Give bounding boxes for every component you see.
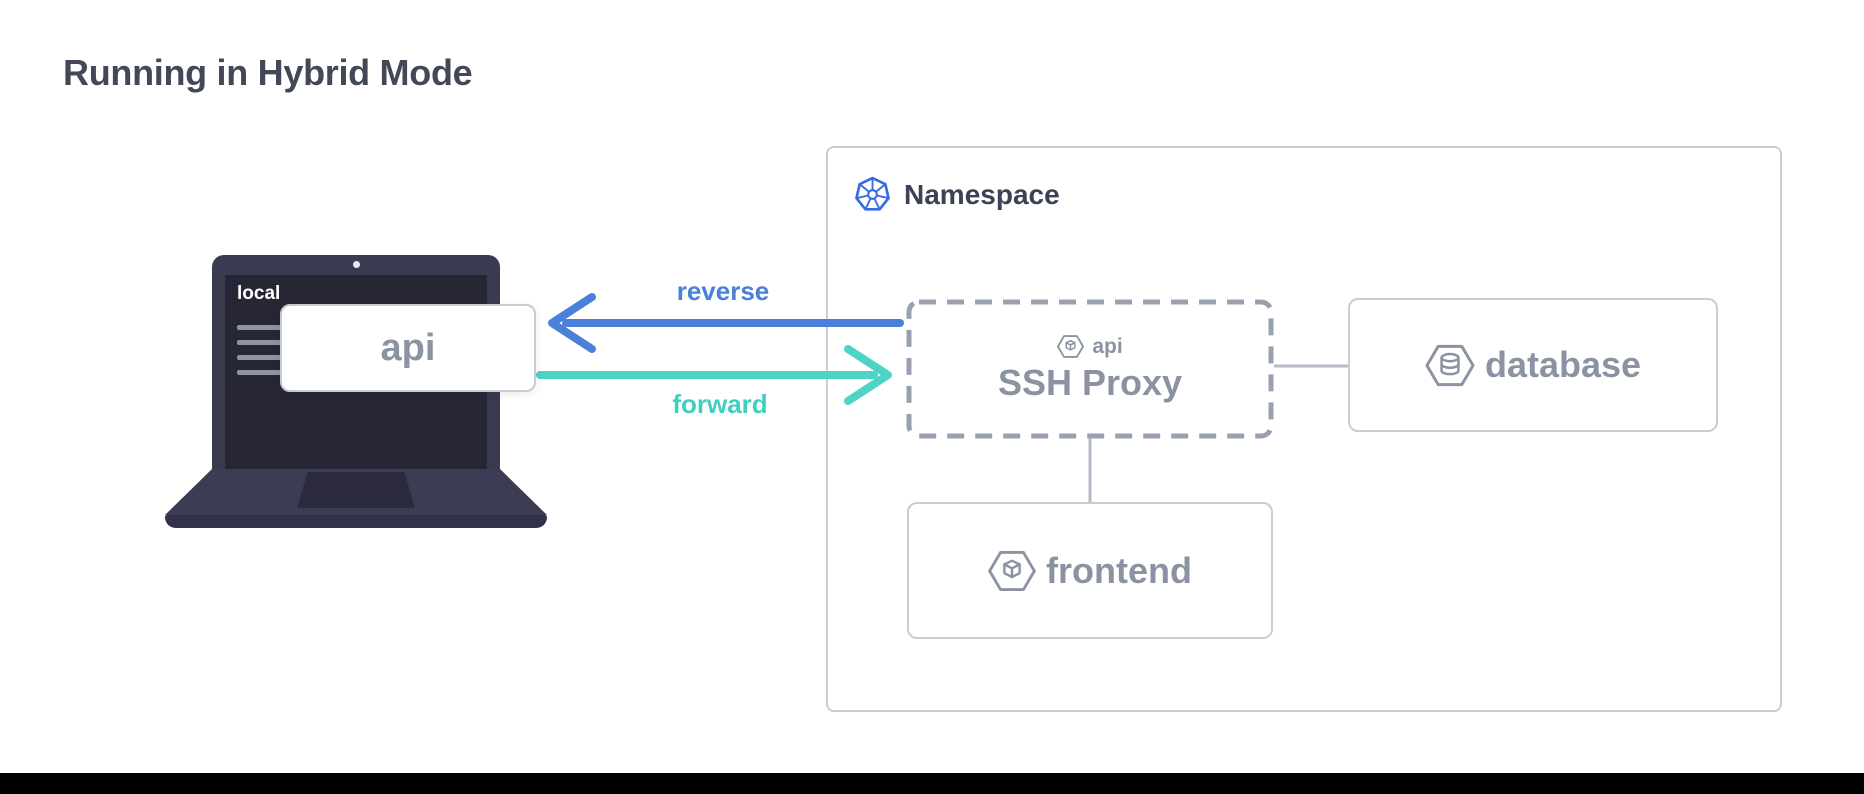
ssh-proxy-label: SSH Proxy <box>997 362 1183 403</box>
local-label: local <box>237 283 281 304</box>
api-node: api <box>280 304 536 392</box>
namespace-label: Namespace <box>904 178 1060 210</box>
laptop-touchpad <box>297 472 415 508</box>
menu-line <box>237 340 283 345</box>
frontend-label: frontend <box>1046 549 1192 591</box>
database-hexagon-icon <box>1425 344 1475 386</box>
ssh-proxy-node: api SSH Proxy <box>907 300 1273 438</box>
menu-line <box>237 325 283 330</box>
namespace-header: Namespace <box>854 176 1060 213</box>
reverse-label: reverse <box>676 276 770 306</box>
api-node-label: api <box>380 326 436 369</box>
pod-hexagon-icon <box>988 550 1036 591</box>
laptop-base <box>165 469 547 515</box>
laptop-camera-dot <box>352 261 360 268</box>
kubernetes-icon <box>855 176 890 211</box>
bottom-bar <box>0 773 1864 794</box>
laptop-base-lip <box>165 515 547 528</box>
laptop-illustration: local <box>165 255 547 530</box>
page-title: Running in Hybrid Mode <box>63 52 473 93</box>
frontend-node: frontend <box>907 502 1273 639</box>
menu-line <box>237 355 283 360</box>
ssh-proxy-badge-label: api <box>1092 334 1123 358</box>
menu-line <box>237 370 283 375</box>
menu-lines <box>237 325 283 375</box>
database-label: database <box>1484 344 1642 385</box>
forward-label: forward <box>672 389 768 419</box>
ssh-proxy-badge: api <box>1057 334 1123 359</box>
pod-hexagon-icon <box>1057 335 1085 358</box>
database-node: database <box>1348 298 1718 432</box>
